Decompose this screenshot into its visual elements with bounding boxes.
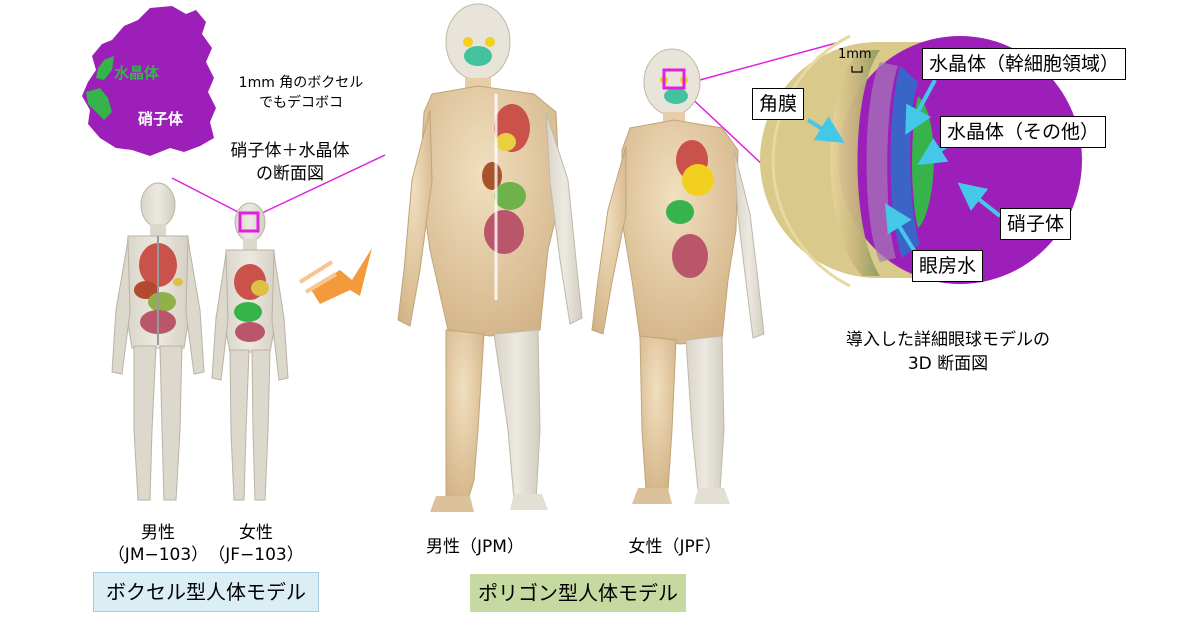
eye-caption-line2: 3D 断面図 <box>907 354 989 374</box>
eye-scale-label: 1mm <box>838 47 872 62</box>
voxel-cross-section <box>82 6 216 156</box>
lens-germinative-label: 水晶体（幹細胞領域） <box>922 48 1127 80</box>
eye-model-caption: 導入した詳細眼球モデルの 3D 断面図 <box>808 328 1088 376</box>
voxel-male-figure <box>111 182 205 501</box>
inset-caption: 硝子体＋水晶体 の断面図 <box>200 140 380 186</box>
cornea-label: 角膜 <box>752 88 805 120</box>
voxel-male-label: 男性 <box>141 523 175 543</box>
polygon-male-figure <box>397 3 583 512</box>
eye-caption-line1: 導入した詳細眼球モデルの <box>846 330 1050 350</box>
polygon-model-category: ポリゴン型人体モデル <box>470 574 686 612</box>
inset-note-line1: 1mm 角のボクセル <box>238 75 364 91</box>
inset-caption-line1: 硝子体＋水晶体 <box>230 141 350 161</box>
inset-lens-label: 水晶体 <box>114 64 160 82</box>
inset-note-line2: でもデコボコ <box>259 95 343 111</box>
voxel-male-code: （JM−103） <box>107 545 209 565</box>
voxel-female-figure <box>211 202 289 501</box>
polygon-female-label: 女性（JPF） <box>628 537 722 557</box>
voxel-model-category: ボクセル型人体モデル <box>93 572 319 612</box>
vitreous-label: 硝子体 <box>1000 208 1072 240</box>
transition-arrow <box>298 248 372 304</box>
voxel-female-code: （JF−103） <box>208 545 304 565</box>
voxel-male-caption: 男性 （JM−103） <box>98 522 218 566</box>
voxel-female-label: 女性 <box>239 523 273 543</box>
polygon-male-label: 男性（JPM） <box>426 537 524 557</box>
aqueous-label: 眼房水 <box>912 250 984 282</box>
inset-caption-line2: の断面図 <box>256 164 324 184</box>
lens-other-label: 水晶体（その他） <box>940 116 1107 148</box>
polygon-female-figure <box>591 48 765 504</box>
inset-note: 1mm 角のボクセル でもデコボコ <box>226 73 376 113</box>
inset-vitreous-label: 硝子体 <box>138 110 184 128</box>
voxel-female-caption: 女性 （JF−103） <box>196 522 316 566</box>
